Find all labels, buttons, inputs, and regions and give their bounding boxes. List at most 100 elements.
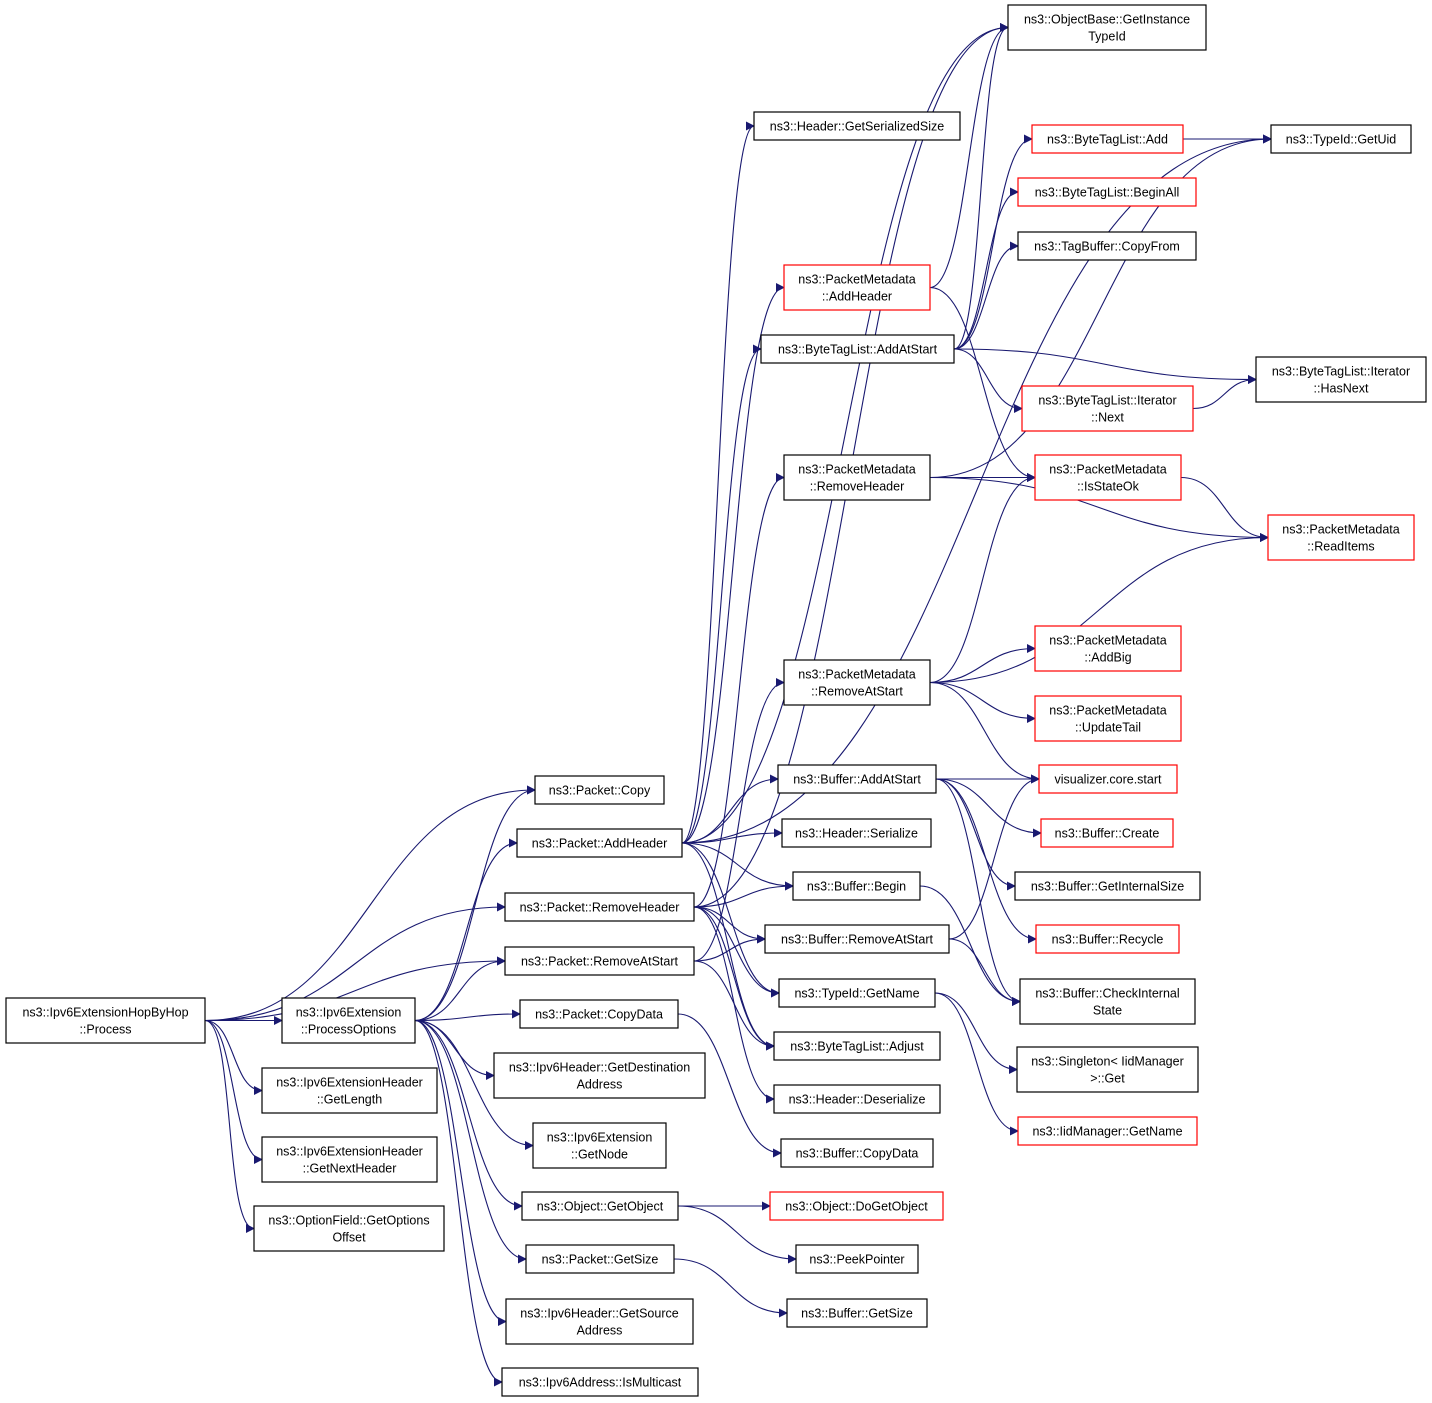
node-box (504, 946, 695, 976)
node-box (792, 871, 921, 901)
node-box (795, 1244, 919, 1274)
node-object-get-object[interactable]: ns3::Object::GetObject (521, 1191, 679, 1221)
node-eh-get-length[interactable]: ns3::Ipv6ExtensionHeader::GetLength (261, 1067, 438, 1114)
edge-pm_remove_at_start-to-visualizer_core_start (929, 681, 1040, 784)
node-object-do-get-object[interactable]: ns3::Object::DoGetObject (769, 1191, 944, 1221)
node-box (1016, 1046, 1199, 1093)
node-label-line: ns3::Buffer::Recycle (1052, 933, 1164, 947)
node-buffer-copy-data[interactable]: ns3::Buffer::CopyData (780, 1138, 934, 1168)
node-buffer-add-at-start[interactable]: ns3::Buffer::AddAtStart (777, 764, 937, 794)
node-tagbuffer-copy-from[interactable]: ns3::TagBuffer::CopyFrom (1017, 231, 1197, 261)
edge-packet_add_header-to-buffer_begin (681, 842, 794, 891)
edge-pm_remove_header-to-pm_read_items (929, 476, 1269, 542)
node-pm-read-items[interactable]: ns3::PacketMetadata::ReadItems (1267, 514, 1415, 561)
node-buffer-recycle[interactable]: ns3::Buffer::Recycle (1035, 924, 1180, 954)
edge-root-to-eh_get_next_header (204, 1019, 263, 1164)
node-box (1040, 818, 1174, 848)
edge-process_options-to-packet_get_size (414, 1019, 527, 1264)
node-label-line: ::ProcessOptions (301, 1023, 396, 1037)
node-label-line: State (1093, 1004, 1122, 1018)
edge-buffer_add_at_start-to-buffer_check_internal_state (935, 778, 1021, 1006)
node-label-line: ns3::Object::GetObject (537, 1200, 664, 1214)
node-btl-add[interactable]: ns3::ByteTagList::Add (1031, 124, 1184, 154)
edge-process_options-to-packet_add_header (414, 838, 518, 1022)
node-visualizer-core-start[interactable]: visualizer.core.start (1038, 764, 1178, 794)
node-singleton-iidmanager-get[interactable]: ns3::Singleton< IidManager>::Get (1016, 1046, 1199, 1093)
node-label-line: ns3::Header::GetSerializedSize (770, 120, 944, 134)
node-btl-adjust[interactable]: ns3::ByteTagList::Adjust (773, 1031, 941, 1061)
node-header-get-serialized-size[interactable]: ns3::Header::GetSerializedSize (753, 111, 961, 141)
node-typeid-get-uid[interactable]: ns3::TypeId::GetUid (1270, 124, 1412, 154)
node-box (780, 1138, 934, 1168)
node-buffer-get-internal-size[interactable]: ns3::Buffer::GetInternalSize (1014, 871, 1201, 901)
node-label-line: ns3::Packet::CopyData (535, 1008, 663, 1022)
node-box (1017, 1116, 1198, 1146)
node-typeid-get-name[interactable]: ns3::TypeId::GetName (778, 978, 936, 1008)
node-header-serialize[interactable]: ns3::Header::Serialize (781, 818, 932, 848)
edge-btl_add_at_start-to-objectbase_get_instance_typeid (953, 23, 1009, 350)
node-pm-is-state-ok[interactable]: ns3::PacketMetadata::IsStateOk (1034, 454, 1182, 501)
edge-packet_remove_header-to-pm_remove_header (693, 473, 785, 908)
node-box (516, 828, 683, 858)
node-label-line: ns3::Ipv6Header::GetSource (520, 1307, 678, 1321)
node-ipv6ext-get-node[interactable]: ns3::Ipv6Extension::GetNode (532, 1122, 667, 1169)
node-label-line: ns3::Ipv6Extension (547, 1131, 653, 1145)
edge-packet_add_header-to-typeid_get_name (681, 842, 780, 998)
node-process-options[interactable]: ns3::Ipv6Extension::ProcessOptions (281, 997, 416, 1044)
node-pm-update-tail[interactable]: ns3::PacketMetadata::UpdateTail (1034, 695, 1182, 742)
node-buffer-create[interactable]: ns3::Buffer::Create (1040, 818, 1174, 848)
node-root[interactable]: ns3::Ipv6ExtensionHopByHop::Process (5, 997, 206, 1044)
edge-btl_add_at_start-to-tagbuffer_copy_from (953, 241, 1019, 350)
node-box (781, 818, 932, 848)
node-box (1255, 356, 1427, 403)
node-box (786, 1298, 928, 1328)
node-pm-remove-at-start[interactable]: ns3::PacketMetadata::RemoveAtStart (783, 659, 931, 706)
node-peek-pointer[interactable]: ns3::PeekPointer (795, 1244, 919, 1274)
node-buffer-get-size[interactable]: ns3::Buffer::GetSize (786, 1298, 928, 1328)
edge-root-to-packet_remove_at_start (204, 956, 506, 1022)
node-label-line: ns3::TypeId::GetName (794, 987, 919, 1001)
edge-buffer_add_at_start-to-buffer_get_internal_size (935, 778, 1016, 891)
node-label-line: ::RemoveHeader (810, 480, 905, 494)
node-btl-begin-all[interactable]: ns3::ByteTagList::BeginAll (1017, 177, 1197, 207)
edge-packet_add_header-to-buffer_add_at_start (681, 774, 779, 844)
node-label-line: ns3::Ipv6Address::IsMulticast (519, 1376, 682, 1390)
node-packet-copy-data[interactable]: ns3::Packet::CopyData (519, 999, 679, 1029)
node-btl-add-at-start[interactable]: ns3::ByteTagList::AddAtStart (760, 334, 955, 364)
node-buffer-remove-at-start[interactable]: ns3::Buffer::RemoveAtStart (764, 924, 950, 954)
node-packet-remove-at-start[interactable]: ns3::Packet::RemoveAtStart (504, 946, 695, 976)
node-label-line: ns3::PacketMetadata (1282, 523, 1399, 537)
node-buffer-begin[interactable]: ns3::Buffer::Begin (792, 871, 921, 901)
node-label-line: ns3::IidManager::GetName (1032, 1125, 1182, 1139)
node-pm-add-header[interactable]: ns3::PacketMetadata::AddHeader (783, 264, 931, 311)
node-header-deserialize[interactable]: ns3::Header::Deserialize (773, 1084, 941, 1114)
node-packet-get-size[interactable]: ns3::Packet::GetSize (525, 1244, 675, 1274)
node-box (1034, 625, 1182, 672)
node-eh-get-next-header[interactable]: ns3::Ipv6ExtensionHeader::GetNextHeader (261, 1136, 438, 1183)
node-label-line: ns3::OptionField::GetOptions (268, 1214, 429, 1228)
node-btl-iterator-has-next[interactable]: ns3::ByteTagList::Iterator::HasNext (1255, 356, 1427, 403)
node-packet-add-header[interactable]: ns3::Packet::AddHeader (516, 828, 683, 858)
node-box (504, 892, 695, 922)
node-packet-copy[interactable]: ns3::Packet::Copy (534, 775, 665, 805)
node-iidmanager-get-name[interactable]: ns3::IidManager::GetName (1017, 1116, 1198, 1146)
node-label-line: ::Process (79, 1023, 131, 1037)
node-box (253, 1205, 445, 1252)
node-btl-iterator-next[interactable]: ns3::ByteTagList::Iterator::Next (1021, 385, 1194, 432)
node-box (493, 1052, 706, 1099)
node-box (783, 454, 931, 501)
node-pm-remove-header[interactable]: ns3::PacketMetadata::RemoveHeader (783, 454, 931, 501)
node-box (1014, 871, 1201, 901)
node-label-line: ns3::Buffer::CheckInternal (1035, 987, 1179, 1001)
node-box (1007, 4, 1207, 51)
node-label-line: ns3::Buffer::Create (1055, 827, 1160, 841)
node-ipv6addr-is-multicast[interactable]: ns3::Ipv6Address::IsMulticast (501, 1367, 699, 1397)
node-box (1034, 454, 1182, 501)
node-packet-remove-header[interactable]: ns3::Packet::RemoveHeader (504, 892, 695, 922)
node-pm-add-big[interactable]: ns3::PacketMetadata::AddBig (1034, 625, 1182, 672)
